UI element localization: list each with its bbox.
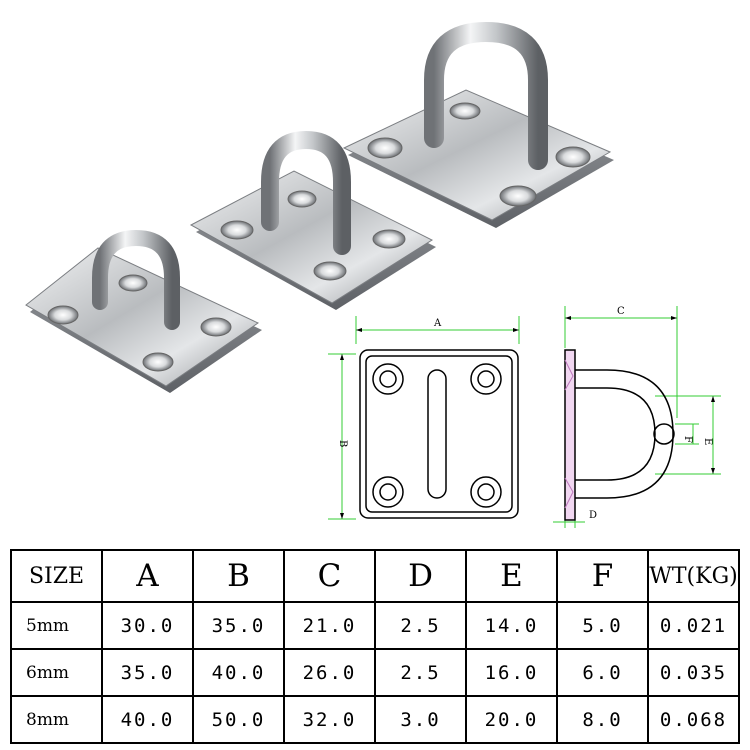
cell-d: 3.0 [374,695,467,744]
table-row: 5mm 30.0 35.0 21.0 2.5 14.0 5.0 0.021 [10,601,740,650]
header-size: SIZE [10,549,103,603]
cell-c: 32.0 [283,695,376,744]
cell-a: 40.0 [101,695,194,744]
dimension-f-label: F [682,436,693,443]
cell-size: 6mm [10,648,103,697]
cell-b: 50.0 [192,695,285,744]
cell-d: 2.5 [374,648,467,697]
cell-c: 26.0 [283,648,376,697]
cell-weight: 0.035 [647,648,740,697]
cell-f: 6.0 [556,648,649,697]
dimension-c-label: C [617,306,625,317]
cell-a: 30.0 [101,601,194,650]
dimension-e-label: E [702,438,713,445]
cell-a: 35.0 [101,648,194,697]
cell-size: 8mm [10,695,103,744]
table-row: 8mm 40.0 50.0 32.0 3.0 20.0 8.0 0.068 [10,695,740,744]
header-b: B [192,549,285,603]
header-a: A [101,549,194,603]
eye-plate-medium-photo [189,130,436,310]
dimension-a-label: A [433,318,442,329]
cell-size: 5mm [10,601,103,650]
cell-b: 40.0 [192,648,285,697]
spec-table: SIZE A B C D E F WT(KG) 5mm 30.0 35.0 21… [10,549,740,744]
cell-d: 2.5 [374,601,467,650]
cell-e: 20.0 [465,695,558,744]
cell-f: 5.0 [556,601,649,650]
eye-plate-small-photo [25,229,262,393]
cell-weight: 0.068 [647,695,740,744]
table-header-row: SIZE A B C D E F WT(KG) [10,549,740,603]
cell-weight: 0.021 [647,601,740,650]
cell-c: 21.0 [283,601,376,650]
cell-e: 14.0 [465,601,558,650]
header-e: E [465,549,558,603]
product-photos [25,21,614,393]
cell-e: 16.0 [465,648,558,697]
header-f: F [556,549,649,603]
cell-f: 8.0 [556,695,649,744]
dimension-b-label: B [337,440,348,447]
table-row: 6mm 35.0 40.0 26.0 2.5 16.0 6.0 0.035 [10,648,740,697]
side-view-drawing: C D E F [553,306,721,528]
front-view-drawing: A B [328,316,520,520]
eye-plate-large-photo [342,21,614,228]
header-d: D [374,549,467,603]
header-weight: WT(KG) [647,549,740,603]
dimension-d-label: D [589,510,597,521]
header-c: C [283,549,376,603]
cell-b: 35.0 [192,601,285,650]
